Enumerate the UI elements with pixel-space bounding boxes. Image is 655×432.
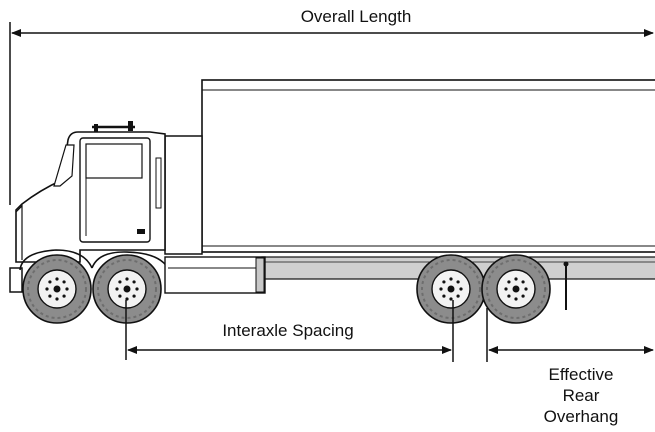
steer-wheel <box>22 254 92 324</box>
interaxle-spacing-dimension: Interaxle Spacing <box>125 300 454 362</box>
overall-length-dimension: Overall Length <box>9 7 654 205</box>
overhang-label-line-1: Effective <box>549 365 614 384</box>
interaxle-spacing-label: Interaxle Spacing <box>222 321 353 340</box>
wheels <box>22 254 551 324</box>
overhang-label-line-2: Rear <box>563 386 600 405</box>
cab-window <box>85 143 143 179</box>
trailer <box>201 79 655 310</box>
tractor-frame <box>164 256 266 294</box>
drive-wheel <box>92 254 162 324</box>
effective-rear-overhang-dimension: Effective Rear Overhang <box>486 308 654 426</box>
overhang-label-line-3: Overhang <box>544 407 619 426</box>
front-bumper <box>9 267 23 293</box>
exhaust-stack <box>155 157 162 209</box>
trailer-wheel-front <box>416 254 486 324</box>
overall-length-label: Overall Length <box>301 7 412 26</box>
trailer-wheel-rear <box>481 254 551 324</box>
tractor-cab <box>9 121 266 294</box>
trailer-box <box>201 79 655 253</box>
